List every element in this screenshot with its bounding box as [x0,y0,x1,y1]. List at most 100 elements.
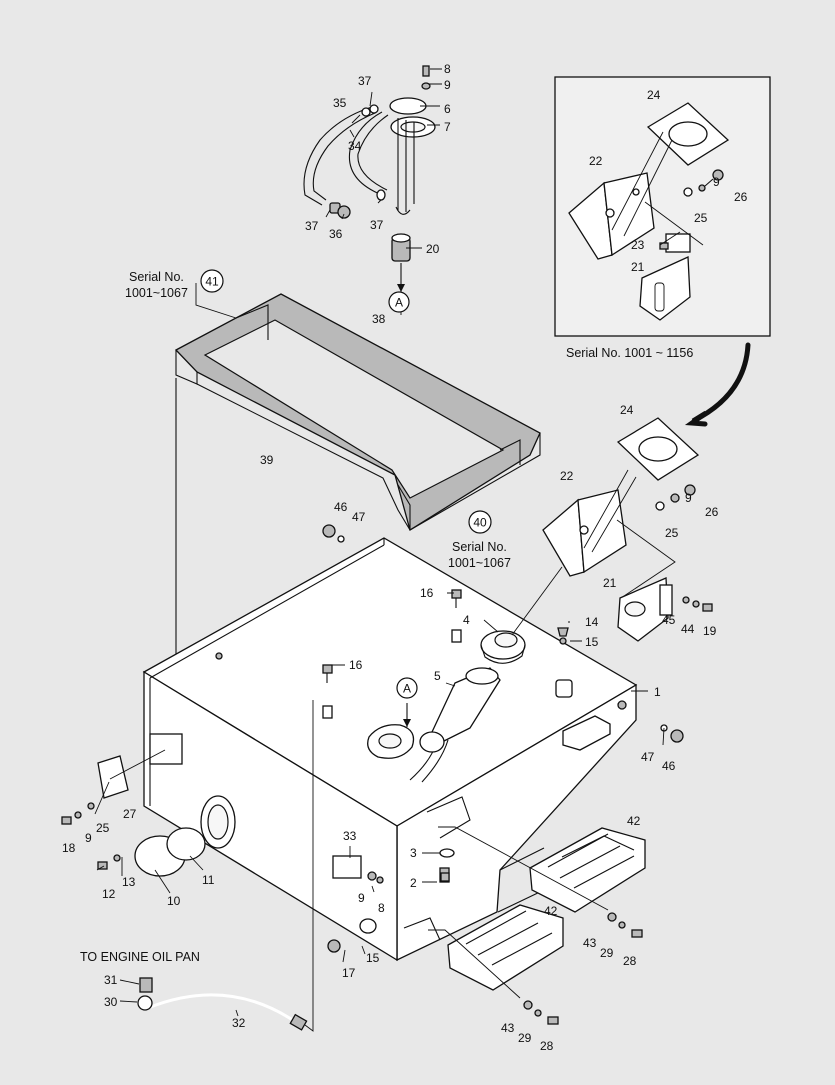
drain-fittings [327,848,455,953]
callout-leaders [94,68,665,1017]
callout-number: 11 [202,873,215,887]
callout-number: 4 [463,613,470,627]
callout-number: 47 [352,510,366,524]
circled-label-a-tank: A [396,677,418,699]
callout-number: 17 [342,966,356,980]
callout-number: 35 [333,96,347,110]
callout-number: 10 [167,894,181,908]
callout-number: 21 [603,576,617,590]
engine-oil-pan-caption: TO ENGINE OIL PAN [80,950,200,964]
step-lower [403,904,564,991]
inset-cover-21 [639,256,691,321]
callout-number: 29 [600,946,614,960]
fuel-sender-assembly [303,65,436,292]
serial-41-line1: Serial No. [129,270,184,284]
callout-number: 13 [122,875,136,889]
svg-text:A: A [395,296,403,310]
callout-number: 30 [104,995,118,1009]
callout-number: 7 [444,120,451,134]
tank-top-frame [174,293,541,692]
callout-number: 2 [410,876,417,890]
callout-number: 19 [703,624,717,638]
main-bracket-22 [542,469,676,599]
callout-number: 9 [713,175,720,189]
callout-number: 1 [654,685,661,699]
callout-number: 22 [589,154,603,168]
callout-number: 34 [348,139,362,153]
callout-number: 24 [620,403,634,417]
callout-number: 32 [232,1016,246,1030]
callout-number: 43 [501,1021,515,1035]
callout-number: 16 [420,586,434,600]
callout-number: 24 [647,88,661,102]
inset-gasket-24 [646,102,730,166]
inset-hinge-23 [659,233,691,253]
fasteners [61,484,713,1025]
svg-text:41: 41 [205,275,219,289]
circled-label-a-top: A [388,291,410,313]
callout-number: 5 [434,669,441,683]
callout-number: 43 [583,936,597,950]
serial-41-line2: 1001~1067 [125,286,188,300]
callout-number: 9 [358,891,365,905]
callout-number: 8 [444,62,451,76]
callout-number: 9 [85,831,92,845]
callout-number: 38 [372,312,386,326]
callout-number: 46 [662,759,676,773]
callout-number: 47 [641,750,655,764]
callout-number: 42 [544,904,558,918]
main-cover-21 [617,577,673,642]
callout-number: 23 [631,238,645,252]
callout-number: 29 [518,1031,532,1045]
callout-number: 3 [410,846,417,860]
callout-number: 15 [585,635,599,649]
part-number-callouts: 8 9 6 7 37 35 34 37 37 36 20 38 39 46 47… [62,62,748,1053]
callout-number: 18 [62,841,76,855]
svg-text:A: A [403,682,411,696]
callout-number: 22 [560,469,574,483]
callout-number: 26 [705,505,719,519]
callout-number: 25 [665,526,679,540]
callout-number: 36 [329,227,343,241]
callout-number: 25 [96,821,110,835]
callout-number: 8 [378,901,385,915]
callout-number: 44 [681,622,695,636]
inset-bolt-26 [683,169,724,197]
callout-number: 20 [426,242,440,256]
svg-text:40: 40 [473,516,487,530]
callout-number: 28 [540,1039,554,1053]
callout-number: 9 [444,78,451,92]
callout-number: 45 [662,613,676,627]
inset-bracket-22 [568,172,655,260]
serial-40-line2: 1001~1067 [448,556,511,570]
callout-number: 37 [370,218,384,232]
callout-number: 37 [305,219,319,233]
callout-number: 26 [734,190,748,204]
fuel-tank-body [142,537,638,962]
callout-number: 14 [585,615,599,629]
circled-label-41: 41 [200,269,224,293]
callout-number: 28 [623,954,637,968]
filler-leader-line [511,566,563,636]
callout-number: 25 [694,211,708,225]
callout-number: 33 [343,829,357,843]
filler-cap [480,630,526,664]
inset-pointer-arrow [684,342,751,427]
callout-number: 39 [260,453,274,467]
callout-number: 12 [102,887,116,901]
callout-number: 27 [123,807,137,821]
tank-bosses [322,627,573,719]
callout-number: 46 [334,500,348,514]
step-upper [426,796,646,913]
callout-number: 15 [366,951,380,965]
main-gasket-24 [616,417,700,481]
callout-number: 31 [104,973,118,987]
callout-number: 21 [631,260,645,274]
inset-serial-caption: Serial No. 1001 ~ 1156 [566,346,693,360]
step-side-bracket [562,715,611,751]
callout-number: 9 [685,491,692,505]
callout-number: 37 [358,74,372,88]
oil-pan-hose [137,700,314,1032]
